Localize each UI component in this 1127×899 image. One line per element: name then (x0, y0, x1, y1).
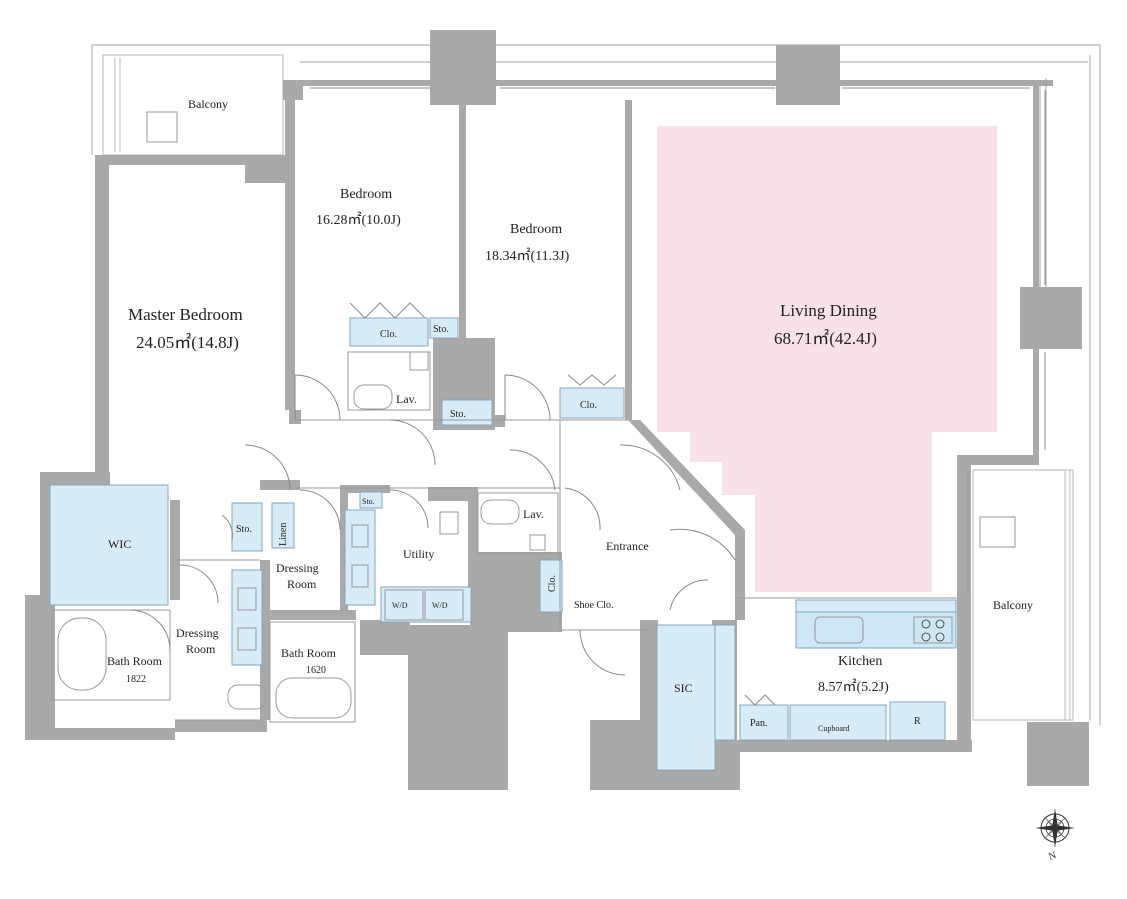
bath-room-1-size: 1822 (126, 674, 146, 685)
sic-label: SIC (674, 681, 693, 695)
utility-label: Utility (403, 547, 434, 561)
compass-north-label: N (1047, 850, 1058, 863)
vanity-outlines (51, 351, 953, 723)
wd-2-label: W/D (432, 601, 448, 610)
balcony-top-left-label: Balcony (188, 97, 228, 111)
door-swings (129, 302, 776, 706)
pan-label: Pan. (750, 718, 768, 729)
sto-small-label: Sto. (362, 497, 375, 506)
wd-1-label: W/D (392, 601, 408, 610)
sto-master-label: Sto. (236, 524, 252, 535)
sto-hall-label: Sto. (450, 409, 466, 420)
dressing-room-1-line2: Room (287, 577, 317, 591)
bedroom-1-area: 16.28㎡(10.0J) (316, 212, 401, 228)
bath-room-2-size: 1620 (306, 665, 326, 676)
dressing-room-1-line1: Dressing (276, 561, 319, 575)
clo-entrance-label: Clo. (547, 575, 558, 592)
linen-label: Linen (278, 523, 289, 546)
compass-icon (1035, 808, 1075, 848)
dressing-room-2-line1: Dressing (176, 626, 219, 640)
sto-bedroom1-label: Sto. (433, 324, 449, 335)
interior-lines (175, 419, 969, 721)
wic-label: WIC (108, 537, 131, 551)
kitchen-area: 8.57㎡(5.2J) (818, 679, 889, 695)
clo-bedroom2-label: Clo. (580, 400, 597, 411)
bedroom-2-name: Bedroom (510, 222, 562, 237)
entrance-label: Entrance (606, 539, 649, 553)
balcony-right (972, 469, 1074, 721)
dressing-room-2-line2: Room (186, 642, 216, 656)
living-dining-name: Living Dining (780, 301, 877, 320)
balcony-right-label: Balcony (993, 598, 1033, 612)
bedroom-2-area: 18.34㎡(11.3J) (485, 248, 570, 264)
windows (310, 87, 1046, 450)
fridge-label: R (914, 716, 921, 727)
bath-room-2-name: Bath Room (281, 646, 337, 660)
bath-room-1-name: Bath Room (107, 654, 163, 668)
shoe-clo-label: Shoe Clo. (574, 600, 613, 611)
stove-burners (921, 619, 945, 642)
fixtures (49, 317, 957, 771)
lav-2-label: Lav. (523, 507, 544, 521)
kitchen-name: Kitchen (838, 654, 882, 669)
clo-bedroom1-label: Clo. (380, 329, 397, 340)
living-dining-area: 68.71㎡(42.4J) (774, 329, 877, 348)
master-bedroom-name: Master Bedroom (128, 305, 243, 324)
master-bedroom-area: 24.05㎡(14.8J) (136, 333, 239, 352)
lav-1-label: Lav. (396, 392, 417, 406)
living-dining-area (657, 126, 997, 592)
cupboard-label: Cupboard (818, 724, 850, 733)
bedroom-1-name: Bedroom (340, 187, 392, 202)
